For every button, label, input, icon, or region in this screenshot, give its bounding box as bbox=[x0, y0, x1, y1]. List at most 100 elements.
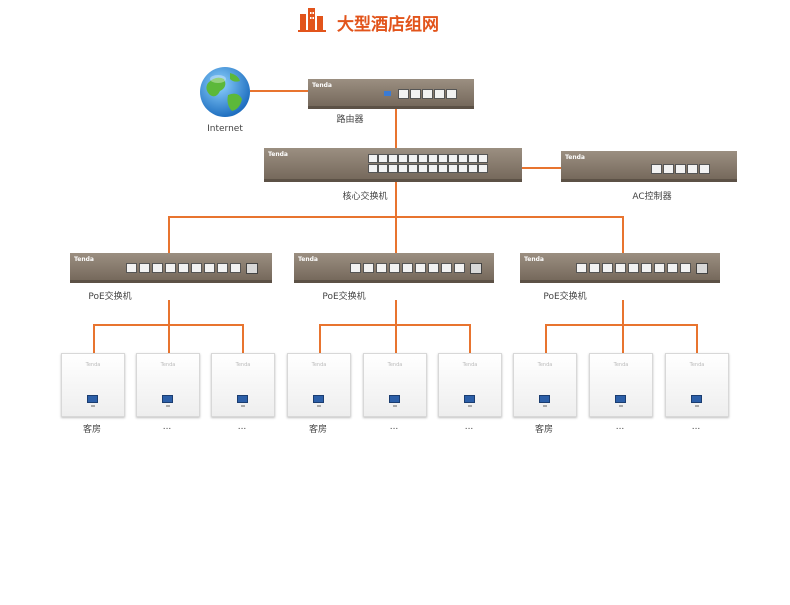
led-icon bbox=[468, 405, 472, 407]
ap-brand: Tenda bbox=[85, 362, 101, 368]
link-ap-1-2 bbox=[168, 324, 170, 353]
access-point: Tenda bbox=[589, 353, 653, 417]
ap-brand: Tenda bbox=[689, 362, 705, 368]
ap-label: ... bbox=[691, 422, 701, 432]
access-point: Tenda bbox=[136, 353, 200, 417]
switch-port bbox=[428, 164, 438, 173]
switch-port bbox=[402, 263, 413, 273]
switch-port bbox=[408, 164, 418, 173]
sfp-port bbox=[696, 263, 708, 274]
link-poe1-drop bbox=[168, 216, 170, 254]
switch-port bbox=[418, 164, 428, 173]
switch-port bbox=[576, 263, 587, 273]
switch-port bbox=[152, 263, 163, 273]
access-point: Tenda bbox=[211, 353, 275, 417]
link-core-ac bbox=[520, 167, 562, 169]
ap-brand: Tenda bbox=[613, 362, 629, 368]
switch-port bbox=[602, 263, 613, 273]
ethernet-port-icon bbox=[313, 395, 324, 403]
led-icon bbox=[166, 405, 170, 407]
switch-port bbox=[428, 263, 439, 273]
switch-port bbox=[191, 263, 202, 273]
router-port bbox=[446, 89, 457, 99]
ap-label: ... bbox=[237, 422, 247, 432]
switch-port bbox=[589, 263, 600, 273]
switch-port bbox=[408, 154, 418, 163]
ethernet-port-icon bbox=[237, 395, 248, 403]
switch-port bbox=[178, 263, 189, 273]
core-switch-brand: Tenda bbox=[268, 151, 288, 158]
ac-controller-device: Tenda bbox=[561, 151, 737, 182]
poe-switch-label: PoE交换机 bbox=[322, 292, 366, 302]
link-router-core bbox=[395, 107, 397, 152]
link-ap-3-3 bbox=[696, 324, 698, 353]
poe-switch-2: Tenda bbox=[294, 253, 494, 283]
switch-port bbox=[441, 263, 452, 273]
router-port bbox=[398, 89, 409, 99]
poe-switch-label: PoE交换机 bbox=[88, 292, 132, 302]
switch-port bbox=[680, 263, 691, 273]
led-icon bbox=[393, 405, 397, 407]
link-core-down bbox=[395, 180, 397, 217]
switch-port bbox=[478, 154, 488, 163]
router-device: Tenda bbox=[308, 79, 474, 109]
poe-switch-brand: Tenda bbox=[524, 256, 544, 263]
switch-port bbox=[458, 164, 468, 173]
link-poe1-down bbox=[168, 300, 170, 325]
switch-port bbox=[363, 263, 374, 273]
link-poe3-drop bbox=[622, 216, 624, 254]
link-ap-3-2 bbox=[622, 324, 624, 353]
link-internet-router bbox=[250, 90, 310, 92]
ac-controller-label: AC控制器 bbox=[632, 192, 672, 202]
ap-brand: Tenda bbox=[235, 362, 251, 368]
link-ap-3-1 bbox=[545, 324, 547, 353]
switch-port bbox=[398, 154, 408, 163]
access-point: Tenda bbox=[363, 353, 427, 417]
ethernet-port-icon bbox=[87, 395, 98, 403]
access-point: Tenda bbox=[287, 353, 351, 417]
switch-port bbox=[468, 164, 478, 173]
switch-port bbox=[376, 263, 387, 273]
switch-port bbox=[415, 263, 426, 273]
switch-port bbox=[217, 263, 228, 273]
switch-port bbox=[628, 263, 639, 273]
led-icon bbox=[695, 405, 699, 407]
router-label: 路由器 bbox=[336, 115, 364, 125]
router-brand: Tenda bbox=[312, 82, 332, 89]
switch-port bbox=[350, 263, 361, 273]
ethernet-port-icon bbox=[389, 395, 400, 403]
ap-label: 客房 bbox=[82, 425, 101, 435]
access-point: Tenda bbox=[438, 353, 502, 417]
ap-brand: Tenda bbox=[311, 362, 327, 368]
switch-port bbox=[389, 263, 400, 273]
link-ap-2-1 bbox=[319, 324, 321, 353]
access-point: Tenda bbox=[513, 353, 577, 417]
link-poe3-down bbox=[622, 300, 624, 325]
poe-switch-label: PoE交换机 bbox=[543, 292, 587, 302]
switch-port bbox=[654, 263, 665, 273]
router-port bbox=[410, 89, 421, 99]
switch-port bbox=[428, 154, 438, 163]
led-icon bbox=[91, 405, 95, 407]
link-ap-2-3 bbox=[469, 324, 471, 353]
core-switch-device: Tenda bbox=[264, 148, 522, 182]
ethernet-port-icon bbox=[464, 395, 475, 403]
ethernet-port-icon bbox=[615, 395, 626, 403]
building-icon bbox=[298, 6, 328, 32]
led-icon bbox=[619, 405, 623, 407]
ethernet-port-icon bbox=[162, 395, 173, 403]
switch-port bbox=[368, 164, 378, 173]
switch-port bbox=[438, 164, 448, 173]
switch-port bbox=[458, 154, 468, 163]
switch-port bbox=[378, 164, 388, 173]
link-poe3-bar bbox=[545, 324, 698, 326]
link-ap-2-2 bbox=[395, 324, 397, 353]
switch-port bbox=[165, 263, 176, 273]
switch-port bbox=[641, 263, 652, 273]
switch-port bbox=[378, 154, 388, 163]
ap-label: ... bbox=[162, 422, 172, 432]
poe-switch-3: Tenda bbox=[520, 253, 720, 283]
ac-port bbox=[651, 164, 662, 174]
switch-port bbox=[139, 263, 150, 273]
switch-port bbox=[478, 164, 488, 173]
